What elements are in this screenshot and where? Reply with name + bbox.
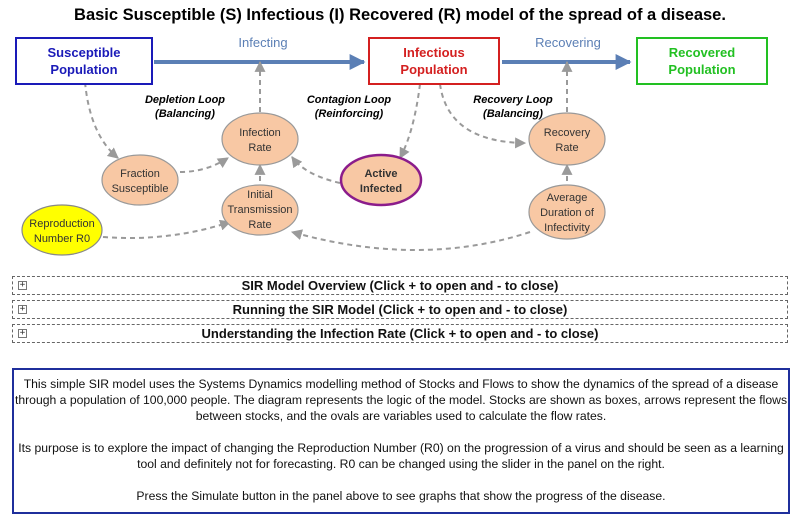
link-r0-to-transmission [102, 219, 232, 239]
svg-text:Average: Average [547, 192, 588, 204]
svg-text:Population: Population [50, 62, 117, 77]
recovering-label: Recovering [535, 35, 601, 50]
svg-text:Recovery: Recovery [544, 127, 591, 139]
description-paragraph: Press the Simulate button in the panel a… [136, 489, 666, 503]
svg-text:Infection: Infection [239, 127, 281, 139]
panel-sir-model-overview[interactable]: + SIR Model Overview (Click + to open an… [12, 276, 788, 295]
svg-text:Initial: Initial [247, 189, 273, 201]
description-paragraph: This simple SIR model uses the Systems D… [14, 377, 788, 423]
svg-text:Contagion Loop: Contagion Loop [307, 94, 392, 106]
svg-text:(Balancing): (Balancing) [483, 108, 543, 120]
svg-text:Infected: Infected [360, 183, 402, 195]
svg-text:Infectivity: Infectivity [544, 222, 590, 234]
svg-text:Susceptible: Susceptible [112, 183, 169, 195]
svg-text:Recovery Loop: Recovery Loop [473, 94, 553, 106]
model-description-box: This simple SIR model uses the Systems D… [12, 368, 790, 514]
svg-text:Transmission: Transmission [228, 204, 293, 216]
sir-stock-flow-diagram: Infecting Recovering Susceptible Populat… [15, 35, 768, 256]
link-infectious-to-recovery-rate [439, 83, 527, 149]
svg-text:Susceptible: Susceptible [48, 45, 121, 60]
svg-text:Duration of: Duration of [540, 207, 595, 219]
svg-text:Reproduction: Reproduction [29, 218, 94, 230]
active-infected-variable: Active Infected [339, 153, 423, 207]
recovery-loop-label: Recovery Loop (Balancing) [473, 94, 553, 120]
svg-text:Population: Population [668, 62, 735, 77]
svg-text:Number R0: Number R0 [34, 233, 90, 245]
svg-text:Depletion Loop: Depletion Loop [145, 94, 225, 106]
svg-text:Recovered: Recovered [669, 45, 736, 60]
infection-rate-variable: Infection Rate [221, 112, 299, 166]
link-duration-to-transmission [290, 229, 531, 251]
link-fraction-to-infection-rate [179, 157, 229, 173]
fraction-susceptible-variable: Fraction Susceptible [101, 154, 179, 206]
link-active-to-infection-rate [291, 156, 341, 184]
panel-understanding-the-infection-rate[interactable]: + Understanding the Infection Rate (Clic… [12, 324, 788, 343]
initial-transmission-rate-variable: Initial Transmission Rate [221, 184, 299, 236]
svg-text:Rate: Rate [248, 219, 271, 231]
expand-toggle-icon[interactable]: + [18, 304, 27, 314]
svg-text:Rate: Rate [248, 142, 271, 154]
panel-title: SIR Model Overview (Click + to open and … [241, 278, 559, 293]
panel-running-the-sir-model[interactable]: + Running the SIR Model (Click + to open… [12, 300, 788, 319]
svg-text:Infectious: Infectious [403, 45, 464, 60]
recovery-rate-variable: Recovery Rate [528, 112, 606, 166]
recovered-population-stock: Recovered Population [636, 37, 768, 85]
description-paragraph: Its purpose is to explore the impact of … [18, 441, 784, 471]
svg-text:(Reinforcing): (Reinforcing) [315, 108, 384, 120]
diagram-title: Basic Susceptible (S) Infectious (I) Rec… [74, 6, 726, 24]
panel-title: Understanding the Infection Rate (Click … [201, 326, 599, 341]
svg-text:Active: Active [364, 168, 397, 180]
expand-toggle-icon[interactable]: + [18, 280, 27, 290]
susceptible-population-stock: Susceptible Population [15, 37, 153, 85]
svg-text:Rate: Rate [555, 142, 578, 154]
reproduction-number-r0-variable: Reproduction Number R0 [21, 204, 103, 256]
svg-text:Population: Population [400, 62, 467, 77]
svg-text:(Balancing): (Balancing) [155, 108, 215, 120]
depletion-loop-label: Depletion Loop (Balancing) [145, 94, 225, 120]
infectious-population-stock: Infectious Population [368, 37, 500, 85]
panel-title: Running the SIR Model (Click + to open a… [232, 302, 568, 317]
infecting-label: Infecting [238, 35, 287, 50]
average-duration-of-infectivity-variable: Average Duration of Infectivity [528, 184, 606, 240]
expand-toggle-icon[interactable]: + [18, 328, 27, 338]
link-infectious-to-active [399, 83, 421, 159]
svg-text:Fraction: Fraction [120, 168, 160, 180]
link-susceptible-to-fraction [84, 81, 119, 159]
contagion-loop-label: Contagion Loop (Reinforcing) [307, 94, 392, 120]
